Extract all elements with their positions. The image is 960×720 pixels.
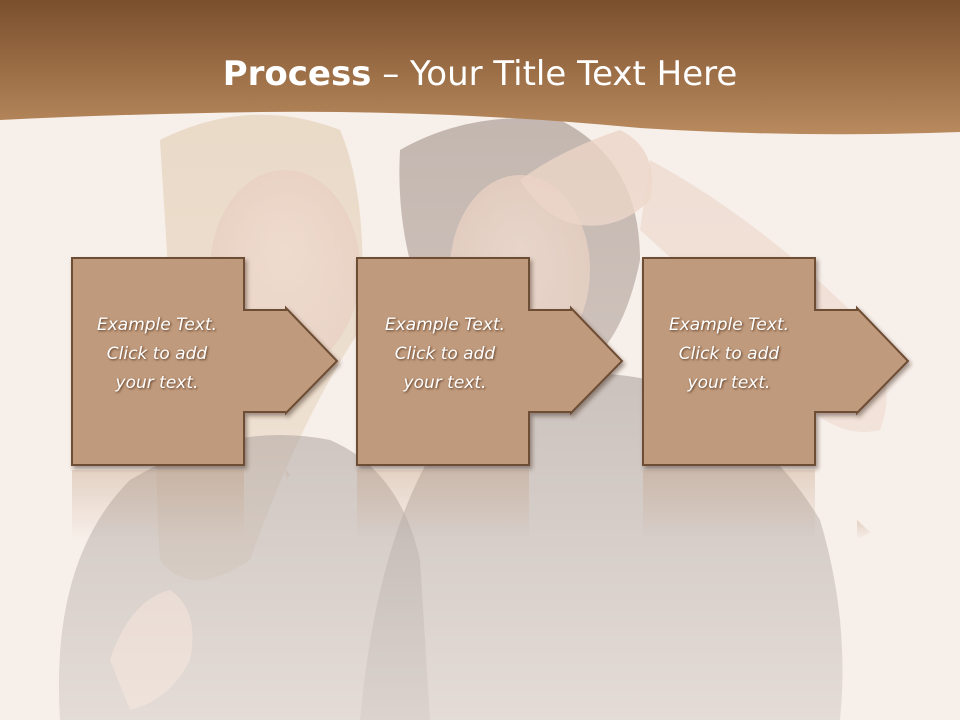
process-step-1-text[interactable]: Example Text. Click to add your text.	[72, 311, 242, 398]
process-step-3-shape[interactable]	[642, 257, 910, 540]
step-3-line-2: Click to add	[678, 344, 780, 364]
step-2-line-3: your text.	[403, 373, 487, 393]
step-1-line-3: your text.	[115, 373, 199, 393]
process-step-3-text[interactable]: Example Text. Click to add your text.	[644, 311, 814, 398]
slide-title[interactable]: Process – Your Title Text Here	[0, 50, 960, 98]
step-2-line-1: Example Text.	[384, 315, 506, 335]
title-rest-part: – Your Title Text Here	[371, 54, 738, 94]
step-3-line-1: Example Text.	[668, 315, 790, 335]
title-banner	[0, 0, 960, 135]
process-step-1-shape[interactable]	[71, 257, 339, 540]
process-step-2-shape[interactable]	[356, 257, 624, 540]
step-1-line-2: Click to add	[106, 344, 208, 364]
step-2-line-2: Click to add	[394, 344, 496, 364]
process-step-2-text[interactable]: Example Text. Click to add your text.	[360, 311, 530, 398]
title-bold-part: Process	[222, 54, 372, 94]
step-1-line-1: Example Text.	[96, 315, 218, 335]
step-3-line-3: your text.	[687, 373, 771, 393]
